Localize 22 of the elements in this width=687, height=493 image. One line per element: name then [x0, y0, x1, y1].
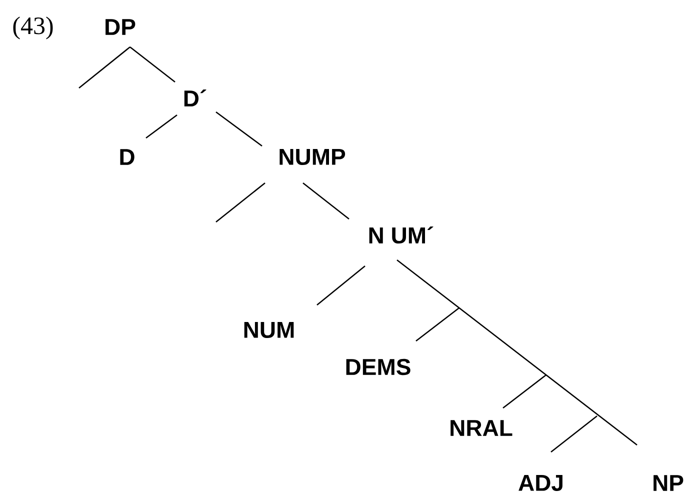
example-number: (43) [13, 16, 53, 40]
branch-line [550, 416, 598, 453]
category-label: NP [654, 475, 684, 491]
category-label: NRAL [450, 420, 512, 436]
branch-line [302, 182, 350, 220]
branch-line [502, 374, 546, 409]
category-label: NUM [244, 322, 294, 338]
category-label: N UM´ [369, 226, 434, 244]
branch-line [316, 266, 366, 306]
category-label: D´ [184, 90, 206, 106]
branch-line [130, 46, 176, 83]
category-label: DP [106, 19, 136, 35]
category-label: D [120, 149, 134, 165]
category-label: DEMS [346, 358, 410, 376]
branch-line [78, 46, 130, 89]
branch-line [396, 260, 638, 446]
branch-line [416, 307, 460, 342]
branch-line [146, 114, 178, 139]
branch-line [216, 182, 266, 223]
category-label: NUMP [280, 148, 346, 166]
category-label: ADJ [518, 474, 562, 492]
branch-line [216, 111, 262, 147]
